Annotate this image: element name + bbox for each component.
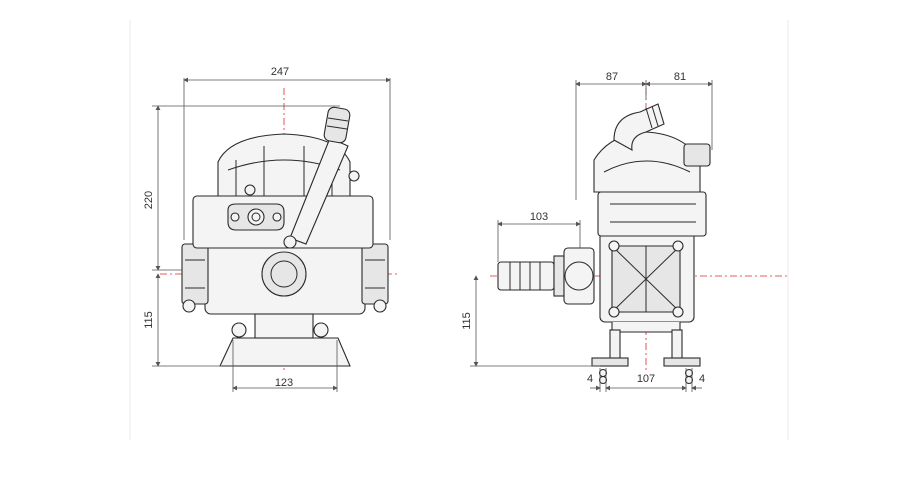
front-view: 247 220 115 123: [143, 66, 400, 392]
front-base: [219, 337, 351, 367]
front-outlet-pipe: [289, 137, 349, 245]
dim-label-220: 220: [143, 191, 155, 209]
dim-label-123: 123: [275, 377, 293, 389]
dim-label-103: 103: [530, 211, 548, 223]
side-shaft: [497, 261, 555, 291]
dim-label-81: 81: [674, 71, 686, 83]
dim-label-front-115: 115: [143, 311, 155, 329]
dim-label-87: 87: [606, 71, 618, 83]
side-foot-bracket: [611, 322, 681, 333]
dim-label-hole-right: 4: [699, 373, 705, 385]
dim-label-247: 247: [271, 66, 289, 78]
dim-label-hole-left: 4: [587, 373, 593, 385]
dim-label-side-115: 115: [461, 312, 473, 330]
side-outlet-elbow: [613, 103, 665, 152]
dim-label-107: 107: [637, 373, 655, 385]
side-view: 87 81 103 115 4 107 4: [461, 71, 790, 392]
front-shaft-bore: [261, 251, 307, 297]
side-upper-body: [597, 191, 707, 237]
